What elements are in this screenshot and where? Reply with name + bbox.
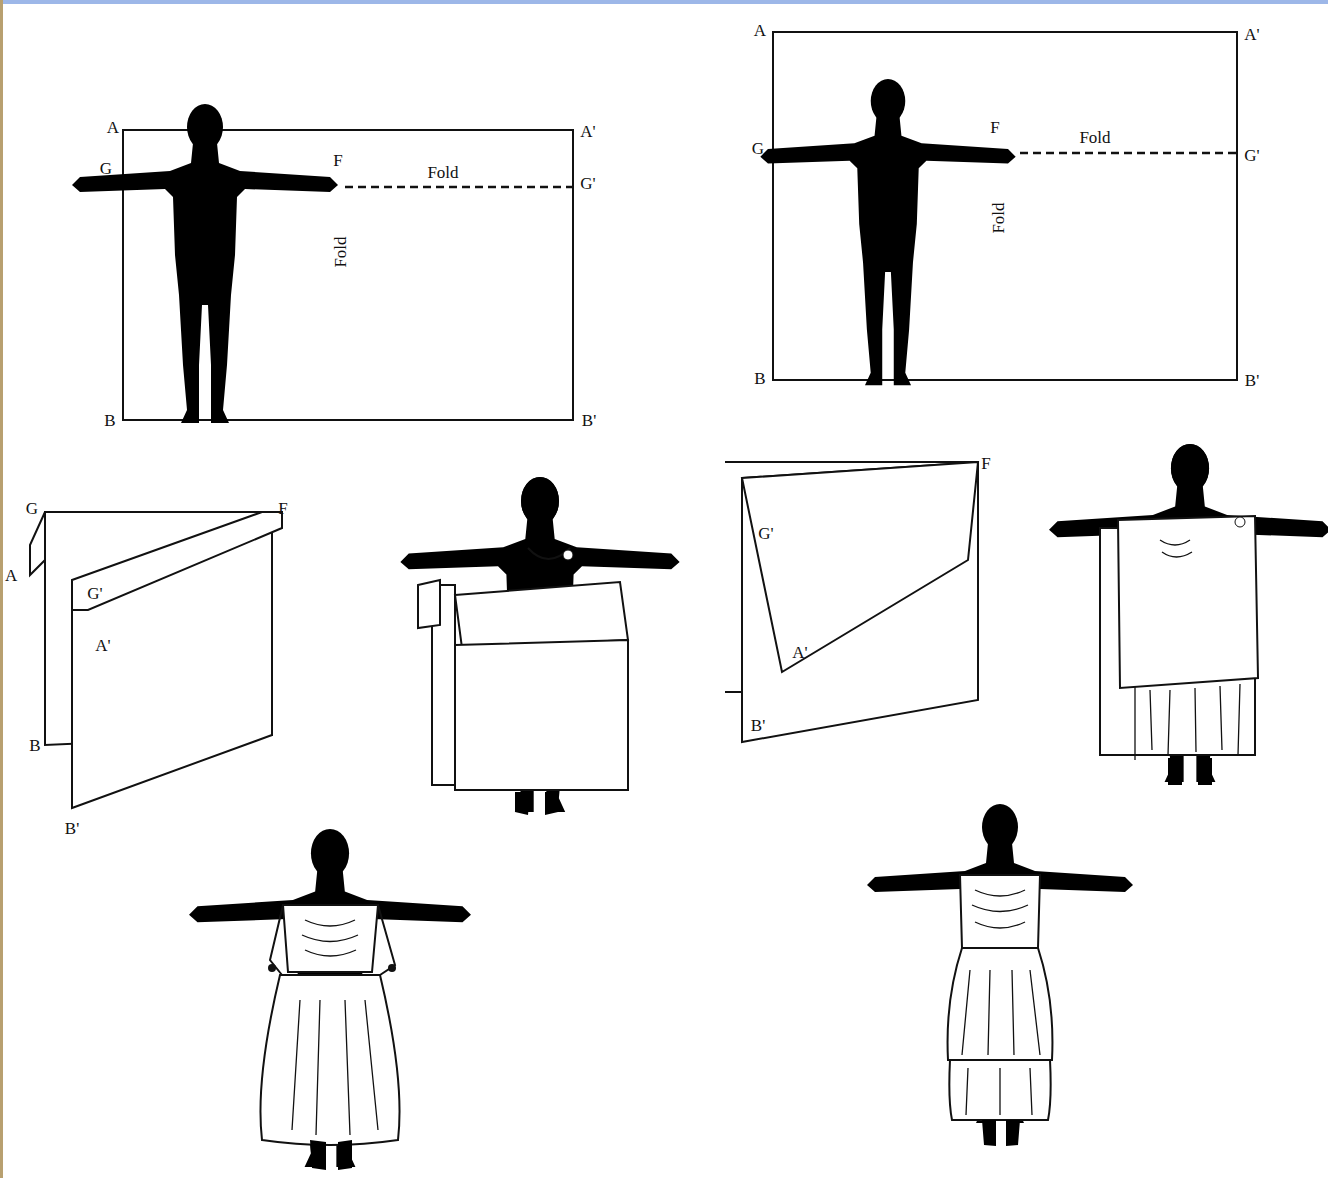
- point-label: A': [1242, 25, 1261, 44]
- point-label: G: [24, 499, 40, 518]
- point-label: Fold: [425, 163, 460, 182]
- point-label: B': [1243, 371, 1261, 390]
- point-label: G': [756, 524, 775, 543]
- point-label: F: [979, 454, 992, 473]
- point-label: B': [580, 411, 598, 430]
- point-label: B': [749, 716, 767, 735]
- point-label: A': [93, 636, 112, 655]
- point-label: G': [1242, 146, 1261, 165]
- point-label: Fold: [1077, 128, 1112, 147]
- point-label: G': [85, 584, 104, 603]
- point-label: A: [105, 118, 121, 137]
- point-label: Fold: [989, 200, 1008, 235]
- point-label: A: [3, 566, 19, 585]
- point-label: F: [331, 151, 344, 170]
- point-label: F: [276, 499, 289, 518]
- point-label: G: [98, 159, 114, 178]
- point-label: F: [988, 118, 1001, 137]
- point-label: B: [27, 736, 42, 755]
- point-label: G': [578, 174, 597, 193]
- point-label: Fold: [331, 234, 350, 269]
- point-label: A: [752, 21, 768, 40]
- point-label: A': [578, 122, 597, 141]
- point-label: G: [750, 139, 766, 158]
- point-label: B: [102, 411, 117, 430]
- point-label: A': [790, 643, 809, 662]
- point-label: B': [63, 819, 81, 838]
- point-label: B: [752, 369, 767, 388]
